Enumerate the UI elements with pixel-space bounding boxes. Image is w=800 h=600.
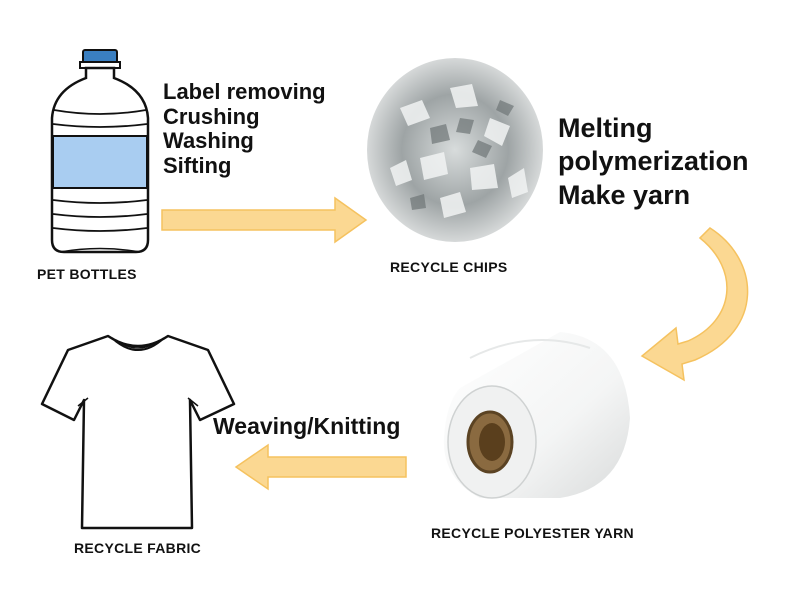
step-washing: Washing [163,128,254,154]
step-crushing: Crushing [163,103,260,129]
recycle-fabric-caption: RECYCLE FABRIC [74,540,202,556]
step-sifting: Sifting [163,152,232,178]
pet-bottles-caption: PET BOTTLES [37,266,137,282]
bottle-to-chips-steps: Label removing Crushing Washing Sifting [163,79,326,179]
curved-arrow-icon [640,227,749,382]
step-make-yarn: Make yarn [558,179,691,210]
recycle-chips-illustration [367,58,543,242]
recycle-chips-caption: RECYCLE CHIPS [390,259,508,275]
step-label-removing: Label removing [163,79,326,104]
step-weaving-knitting: Weaving/Knitting [213,413,401,439]
arrow-left-icon [234,443,407,491]
chips-to-yarn-steps: Melting polymerization Make yarn [558,112,749,212]
step-polymerization: polymerization [558,146,749,177]
step-melting: Melting [558,113,653,143]
recycle-yarn-caption: RECYCLE POLYESTER YARN [431,525,634,541]
recycle-yarn-illustration [443,332,630,499]
arrow-right-icon [161,196,368,244]
recycle-fabric-tshirt-illustration [40,334,236,530]
pet-bottle-illustration [50,49,150,254]
